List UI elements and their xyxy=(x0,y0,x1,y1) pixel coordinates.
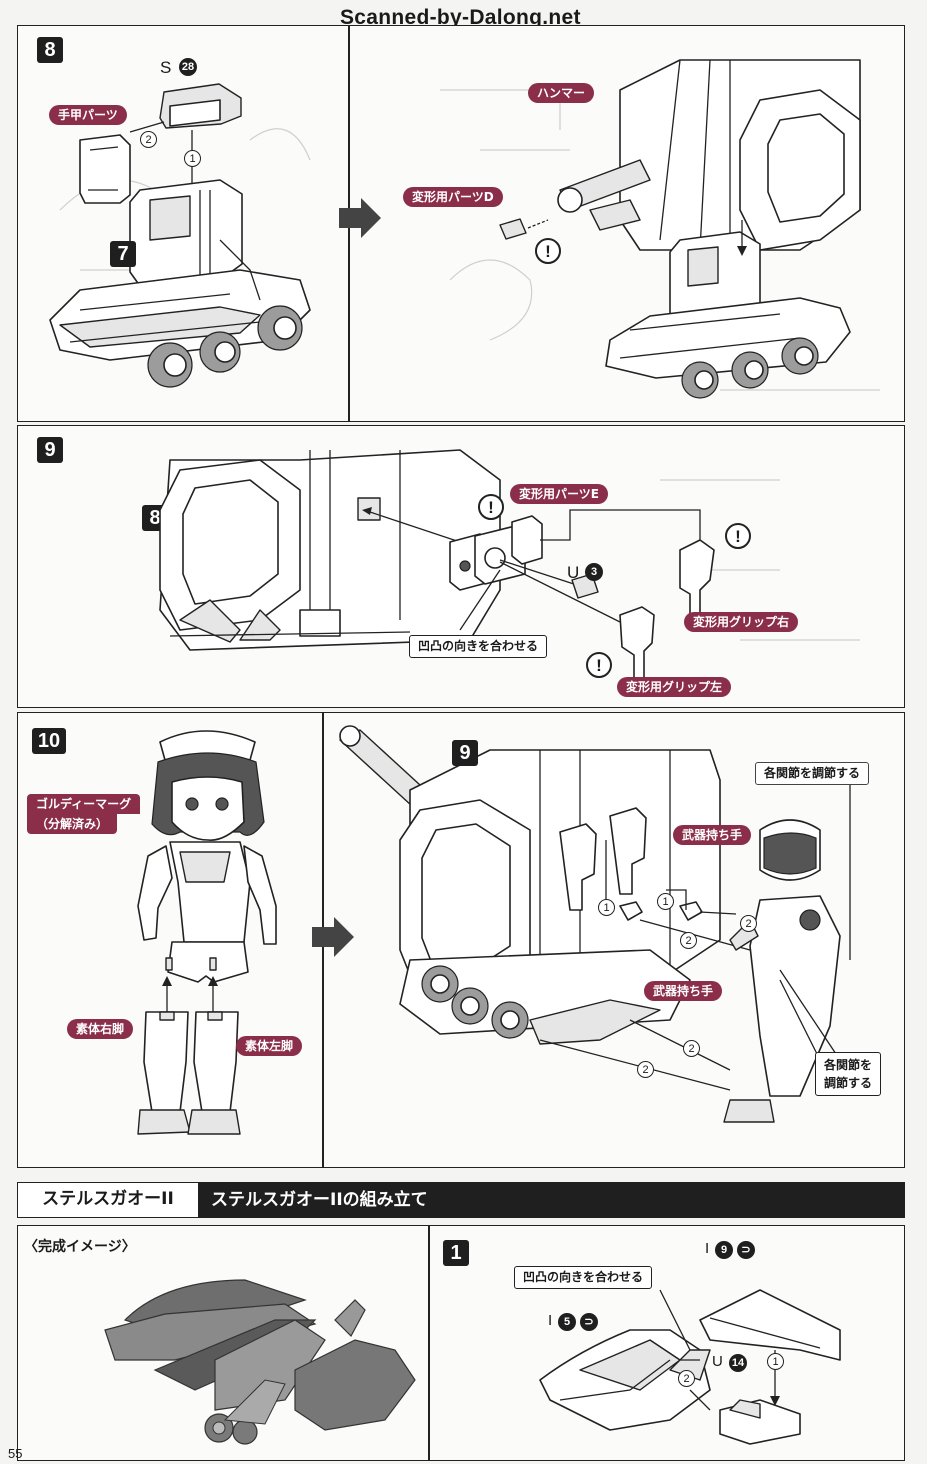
watermark: Scanned-by-Dalong.net xyxy=(340,6,581,29)
step-8-label-tekou: 手甲パーツ xyxy=(49,105,127,125)
step-10-label-adjust-joints-2a: 各関節を xyxy=(824,1058,873,1072)
step-8-label-hammer: ハンマー xyxy=(528,83,595,103)
stealth-part-u-number: 14 xyxy=(729,1354,747,1372)
stealth-order-2: 2 xyxy=(678,1370,695,1387)
step-8-right-arrow-icon xyxy=(339,198,381,238)
step-10-label-weapon-hand-1: 武器持ち手 xyxy=(673,825,752,845)
step-10-label-goldy-sub: （分解済み） xyxy=(27,814,118,834)
step-10-order-2d: 2 xyxy=(637,1061,654,1078)
stealth-part-i-top-number: 9 xyxy=(715,1241,733,1259)
step-10-label-adjust-joints-2b: 調節する xyxy=(824,1076,873,1090)
step-10-label-weapon-hand-2: 武器持ち手 xyxy=(644,981,723,1001)
step-9-label-part-e: 変形用パーツE xyxy=(510,484,608,504)
stealth-step-1-number: 1 xyxy=(443,1240,469,1266)
stealth-part-i-mid-number: 5 xyxy=(558,1313,576,1331)
stealth-part-i-top-letter: I xyxy=(705,1240,710,1257)
step-9-number: 9 xyxy=(37,437,63,463)
stealth-step-1-illustration xyxy=(539,1289,841,1445)
step-8-order-2: 2 xyxy=(140,131,157,148)
step-10-label-adjust-joints: 各関節を調節する xyxy=(755,762,870,785)
step-9-part-u-number: 3 xyxy=(585,563,603,581)
step-9-exclamation-icon-1: ! xyxy=(478,494,504,520)
step-8-part-s-letter: S xyxy=(160,58,172,77)
stealth-part-i-top-sticker-icon: ⊃ xyxy=(737,1241,755,1259)
complete-image-label: 〈完成イメージ〉 xyxy=(24,1239,136,1255)
step-8-part-s-number: 28 xyxy=(179,58,197,76)
step-10-right-arrow-icon xyxy=(312,917,354,957)
step-8-right-illustration xyxy=(499,59,861,399)
step-8-left-illustration xyxy=(49,83,311,388)
step-8-number: 8 xyxy=(37,37,63,63)
stealth-step-1-label-align: 凹凸の向きを合わせる xyxy=(514,1266,653,1289)
stealth-part-i-mid-sticker-icon: ⊃ xyxy=(580,1313,598,1331)
stealth-order-1: 1 xyxy=(767,1353,784,1370)
step-10-label-right-leg: 素体右脚 xyxy=(67,1019,134,1039)
step-10-order-2c: 2 xyxy=(683,1040,700,1057)
step-10-number: 10 xyxy=(32,728,66,754)
step-10-order-2a: 2 xyxy=(740,915,757,932)
step-10-figure-illustration xyxy=(137,730,277,1135)
step-8-ref-step-7: 7 xyxy=(110,241,136,267)
step-9-label-align: 凹凸の向きを合わせる xyxy=(409,635,548,658)
step-10-order-1b: 1 xyxy=(657,893,674,910)
section-tag: ステルスガオーII xyxy=(17,1182,199,1218)
step-9-label-grip-right: 変形用グリップ右 xyxy=(684,612,799,632)
step-8-exclamation-icon: ! xyxy=(535,238,561,264)
page-number: 55 xyxy=(8,1446,23,1461)
step-10-right-illustration xyxy=(339,725,851,1123)
step-10-ref-step-9: 9 xyxy=(452,740,478,766)
step-10-order-2b: 2 xyxy=(680,932,697,949)
step-9-label-grip-left: 変形用グリップ左 xyxy=(617,677,732,697)
step-10-label-adjust-joints-2: 各関節を 調節する xyxy=(815,1052,882,1096)
stealth-part-u-letter: U xyxy=(712,1353,723,1370)
step-8-label-part-d: 変形用パーツD xyxy=(403,187,503,207)
step-10-label-goldy: ゴルディーマーグ xyxy=(27,794,141,814)
step-10-label-left-leg: 素体左脚 xyxy=(236,1036,303,1056)
step-8-order-1: 1 xyxy=(184,150,201,167)
step-9-illustration xyxy=(159,449,860,680)
step-10-order-1a: 1 xyxy=(598,899,615,916)
stealth-complete-illustration xyxy=(104,1279,416,1445)
step-9-exclamation-icon-2: ! xyxy=(725,523,751,549)
section-title: ステルスガオーIIの組み立て xyxy=(199,1182,905,1218)
step-9-exclamation-icon-3: ! xyxy=(586,652,612,678)
stealth-part-i-mid-letter: I xyxy=(548,1312,553,1329)
step-9-part-u-letter: U xyxy=(567,563,580,582)
